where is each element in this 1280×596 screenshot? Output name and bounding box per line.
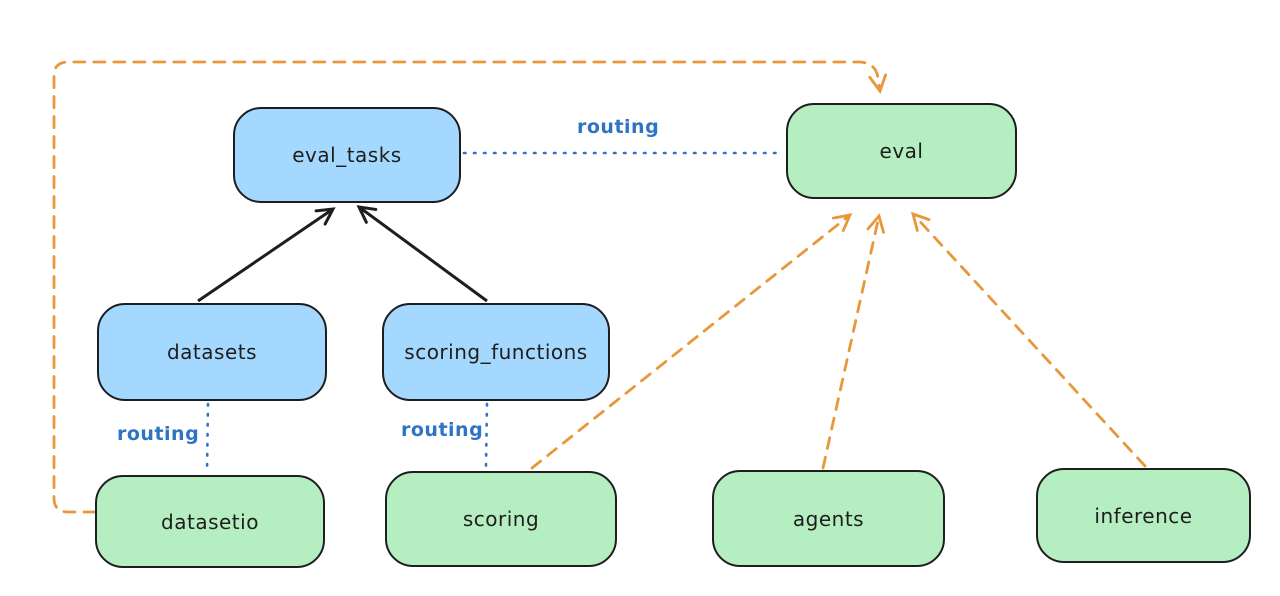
node-eval: eval [786,103,1017,199]
node-scoring: scoring [385,471,617,567]
edge-label-routing-scoring-functions-scoring: routing [401,419,484,441]
node-datasets-label: datasets [166,340,258,364]
node-inference: inference [1036,468,1251,563]
node-eval-tasks: eval_tasks [233,107,461,203]
node-agents: agents [712,470,945,567]
node-datasetio: datasetio [95,475,325,568]
edge-agents-to-eval [821,213,885,470]
edge-label-routing-datasets-datasetio: routing [117,423,200,445]
node-scoring-functions-label: scoring_functions [404,340,588,364]
node-datasetio-label: datasetio [161,509,259,534]
node-inference-label: inference [1094,503,1193,528]
edge-datasets-to-eval-tasks [197,207,336,303]
node-datasets: datasets [97,303,327,401]
edge-scoring-functions-to-eval-tasks [356,205,488,303]
node-scoring-functions: scoring_functions [382,303,610,401]
edge-datasets-to-datasetio-routing [205,402,210,474]
edge-label-routing-eval-tasks-eval: routing [577,116,660,138]
node-scoring-label: scoring [462,507,540,531]
edge-inference-to-eval [910,211,1147,468]
node-eval-tasks-label: eval_tasks [292,143,402,167]
edge-scoring-functions-to-scoring-routing [484,402,489,468]
node-agents-label: agents [792,506,865,531]
node-eval-label: eval [879,139,924,163]
